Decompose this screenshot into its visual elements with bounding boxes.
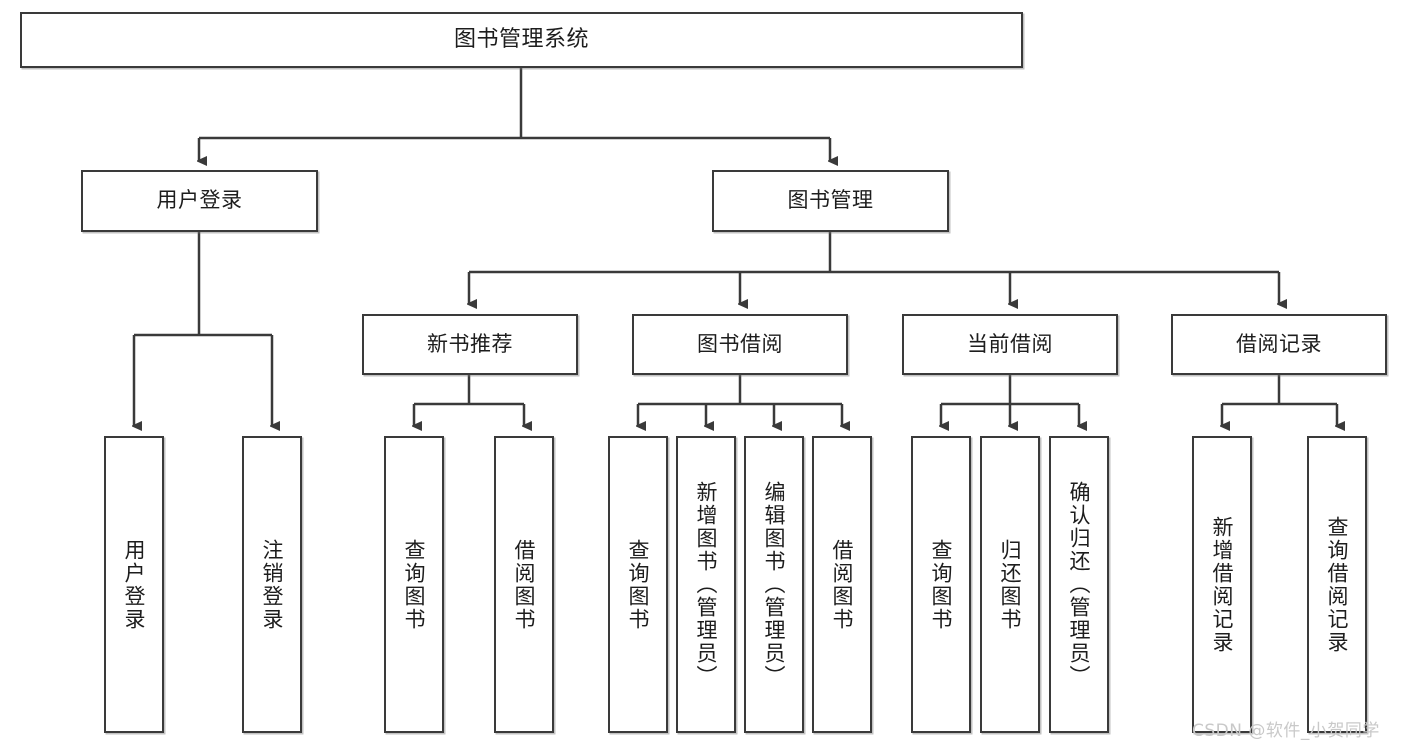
node-leaf-query-book-1[interactable]: 查询图书 bbox=[384, 436, 444, 733]
node-label: 当前借阅 bbox=[967, 331, 1053, 356]
node-book-borrow[interactable]: 图书借阅 bbox=[632, 314, 848, 375]
node-leaf-query-record[interactable]: 查询借阅记录 bbox=[1307, 436, 1367, 733]
node-label: 用户登录 bbox=[156, 188, 243, 213]
node-leaf-query-book-3[interactable]: 查询图书 bbox=[911, 436, 971, 733]
node-current-borrow[interactable]: 当前借阅 bbox=[902, 314, 1118, 375]
node-label: 用户登录 bbox=[122, 538, 147, 631]
node-book-manage[interactable]: 图书管理 bbox=[712, 170, 949, 232]
node-leaf-user-logout[interactable]: 注销登录 bbox=[242, 436, 302, 733]
node-label: 归还图书 bbox=[998, 538, 1023, 631]
node-leaf-add-book[interactable]: 新增图书（管理员） bbox=[676, 436, 736, 733]
node-label: 查询图书 bbox=[626, 538, 651, 631]
node-label: 新增图书（管理员） bbox=[694, 481, 719, 688]
node-label: 注销登录 bbox=[260, 538, 285, 631]
node-new-book-recommend[interactable]: 新书推荐 bbox=[362, 314, 578, 375]
node-label: 借阅图书 bbox=[512, 538, 537, 631]
node-label: 确认归还（管理员） bbox=[1067, 481, 1092, 688]
node-borrow-record[interactable]: 借阅记录 bbox=[1171, 314, 1387, 375]
node-label: 图书借阅 bbox=[697, 331, 783, 356]
node-user-login[interactable]: 用户登录 bbox=[81, 170, 318, 232]
node-leaf-add-record[interactable]: 新增借阅记录 bbox=[1192, 436, 1252, 733]
node-leaf-borrow-book-2[interactable]: 借阅图书 bbox=[812, 436, 872, 733]
node-label: 借阅图书 bbox=[830, 538, 855, 631]
node-label: 查询借阅记录 bbox=[1325, 515, 1350, 654]
node-root-system[interactable]: 图书管理系统 bbox=[20, 12, 1023, 68]
node-label: 查询图书 bbox=[929, 538, 954, 631]
node-leaf-query-book-2[interactable]: 查询图书 bbox=[608, 436, 668, 733]
node-leaf-confirm-return[interactable]: 确认归还（管理员） bbox=[1049, 436, 1109, 733]
node-leaf-borrow-book-1[interactable]: 借阅图书 bbox=[494, 436, 554, 733]
node-leaf-edit-book[interactable]: 编辑图书（管理员） bbox=[744, 436, 804, 733]
node-leaf-return-book[interactable]: 归还图书 bbox=[980, 436, 1040, 733]
node-label: 新书推荐 bbox=[427, 331, 513, 356]
node-label: 借阅记录 bbox=[1236, 331, 1322, 356]
node-leaf-user-login[interactable]: 用户登录 bbox=[104, 436, 164, 733]
node-label: 图书管理 bbox=[787, 188, 874, 213]
node-label: 新增借阅记录 bbox=[1210, 515, 1235, 654]
node-label: 查询图书 bbox=[402, 538, 427, 631]
node-label: 编辑图书（管理员） bbox=[762, 481, 787, 688]
node-label: 图书管理系统 bbox=[453, 26, 589, 52]
